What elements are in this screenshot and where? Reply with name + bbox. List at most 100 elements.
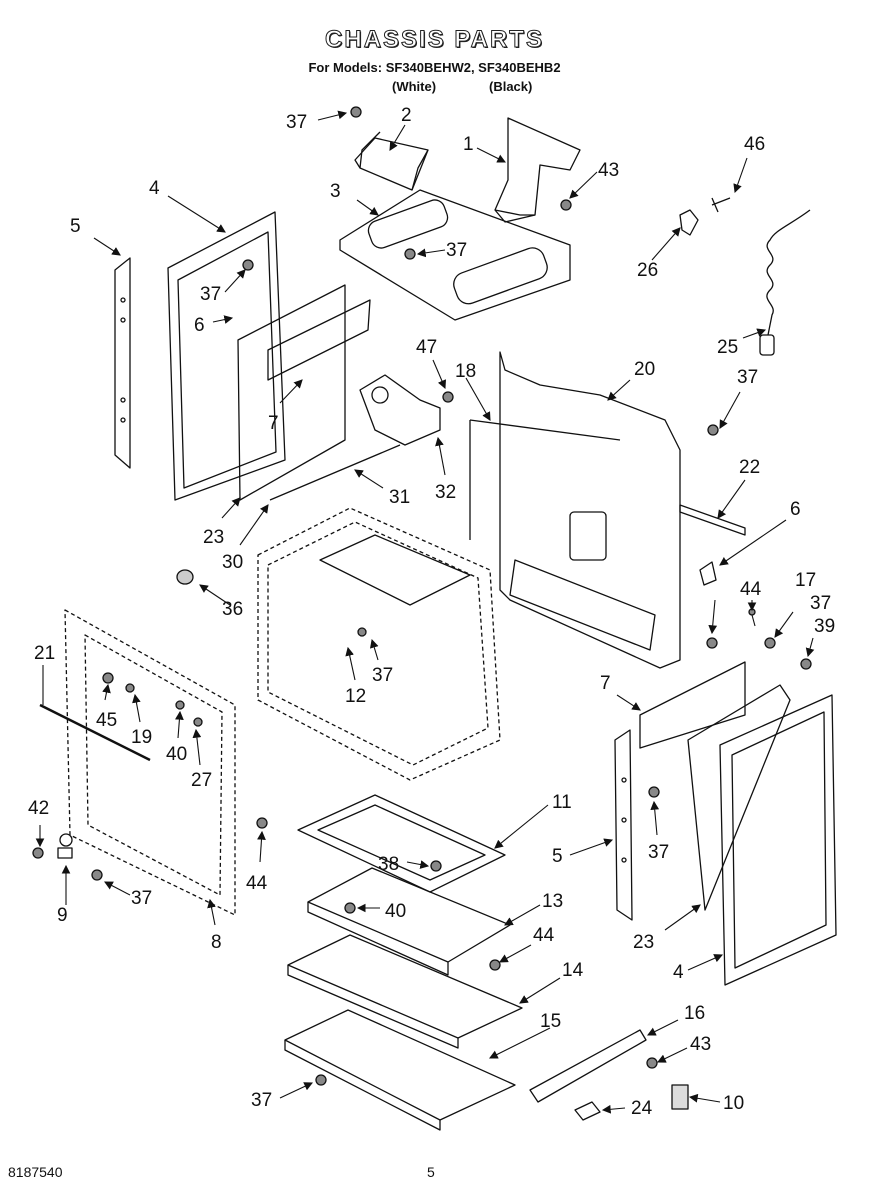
page-title: CHASSIS PARTS	[325, 26, 544, 54]
part-power-cord	[759, 209, 811, 356]
callout-2: 2	[401, 105, 412, 126]
callout-38: 38	[378, 854, 399, 875]
part-valve-assembly	[359, 374, 441, 446]
callout-37: 37	[251, 1090, 272, 1111]
part-drawer-liner	[287, 934, 523, 1049]
callout-20: 20	[634, 359, 655, 380]
part-base-panel	[284, 1009, 516, 1131]
callout-5: 5	[70, 216, 81, 237]
callout-6: 6	[790, 499, 801, 520]
callout-44: 44	[246, 873, 268, 894]
part-oven-liner	[257, 507, 501, 781]
part-fitting	[57, 833, 73, 859]
callout-14: 14	[562, 960, 584, 981]
callout-6: 6	[194, 315, 205, 336]
part-bracket-right	[699, 561, 717, 586]
white-label: (White)	[392, 79, 437, 94]
part-clip	[574, 1101, 601, 1121]
callout-23: 23	[203, 527, 224, 548]
part-duct	[494, 117, 581, 223]
callout-10: 10	[723, 1093, 744, 1114]
callout-37: 37	[810, 593, 831, 614]
callout-36: 36	[222, 599, 243, 620]
callout-12: 12	[345, 686, 366, 707]
leader-arrows	[35, 110, 815, 1114]
callout-37: 37	[372, 665, 393, 686]
callout-13: 13	[542, 891, 563, 912]
part-liner-right	[687, 684, 791, 911]
page-number: 5	[427, 1164, 435, 1180]
callout-46: 46	[744, 134, 765, 155]
callout-labels: 37 2 1 43 46 4 3 5 37 26 37 6 25 47 18 2…	[28, 105, 835, 1119]
callout-40: 40	[385, 901, 406, 922]
part-gasket	[469, 419, 621, 540]
callout-42: 42	[28, 798, 49, 819]
callout-16: 16	[684, 1003, 705, 1024]
callout-27: 27	[191, 770, 212, 791]
part-small-bracket	[679, 209, 699, 236]
part-side-trim-right	[614, 729, 633, 921]
callout-45: 45	[96, 710, 117, 731]
screw-icon	[711, 197, 731, 213]
callout-7: 7	[268, 413, 279, 434]
callout-31: 31	[389, 487, 410, 508]
callout-40: 40	[166, 744, 187, 765]
part-drawer	[307, 867, 511, 976]
callout-22: 22	[739, 457, 760, 478]
part-leveling-rail	[529, 1029, 647, 1103]
callout-19: 19	[131, 727, 152, 748]
callout-39: 39	[814, 616, 835, 637]
black-label: (Black)	[489, 79, 533, 94]
callout-43: 43	[690, 1034, 711, 1055]
part-back-panel	[499, 351, 681, 669]
callout-17: 17	[795, 570, 816, 591]
part-burner-box-panel	[339, 189, 571, 321]
part-tube	[269, 444, 401, 501]
part-leveler	[671, 1084, 689, 1110]
callout-7: 7	[600, 673, 611, 694]
callout-37: 37	[131, 888, 152, 909]
callout-8: 8	[211, 932, 222, 953]
callout-44: 44	[533, 925, 555, 946]
callout-5: 5	[552, 846, 563, 867]
part-insulation-right	[639, 661, 746, 749]
callout-32: 32	[435, 482, 456, 503]
callout-26: 26	[637, 260, 658, 281]
part-broil-pan	[297, 794, 506, 893]
callout-4: 4	[149, 178, 160, 199]
callout-18: 18	[455, 361, 476, 382]
part-side-panel-left	[167, 211, 286, 501]
part-plug	[176, 569, 194, 585]
callout-11: 11	[552, 792, 572, 813]
callout-3: 3	[330, 181, 341, 202]
callout-37: 37	[648, 842, 669, 863]
part-rail	[679, 504, 746, 536]
callout-23: 23	[633, 932, 654, 953]
part-side-panel-right	[719, 694, 837, 986]
callout-30: 30	[222, 552, 243, 573]
part-deflector	[354, 131, 429, 191]
callout-37: 37	[737, 367, 758, 388]
callout-37: 37	[446, 240, 467, 261]
callout-43: 43	[598, 160, 619, 181]
callout-44: 44	[740, 579, 762, 600]
callout-47: 47	[416, 337, 437, 358]
callout-37: 37	[200, 284, 221, 305]
callout-21: 21	[34, 643, 55, 664]
callout-1: 1	[463, 134, 474, 155]
part-insulation-left	[237, 284, 371, 501]
part-side-trim-left	[114, 257, 131, 469]
part-oven-top-panel	[319, 534, 471, 606]
callout-24: 24	[631, 1098, 653, 1119]
callout-37: 37	[286, 112, 307, 133]
callout-9: 9	[57, 905, 68, 926]
callout-15: 15	[540, 1011, 561, 1032]
part-front-frame	[64, 609, 236, 916]
document-number: 8187540	[8, 1164, 63, 1180]
screw-icons	[32, 106, 812, 1086]
callout-25: 25	[717, 337, 738, 358]
callout-4: 4	[673, 962, 684, 983]
models-line: For Models: SF340BEHW2, SF340BEHB2	[308, 60, 561, 75]
part-rod	[39, 703, 151, 762]
